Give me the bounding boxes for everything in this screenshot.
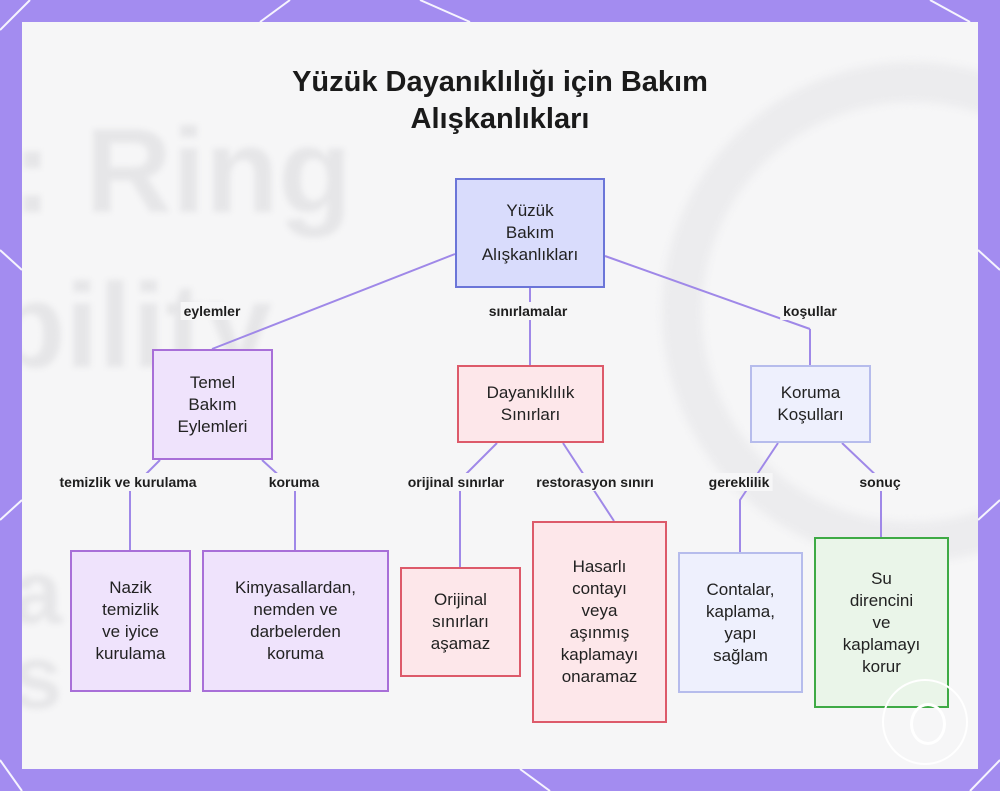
background-text: s (22, 628, 63, 728)
edge-label-restorasyon: restorasyon sınırı (533, 473, 657, 491)
background-text: : Ring (22, 104, 352, 238)
node-cannot-restore: Hasarlı contayı veya aşınmış kaplamayı o… (532, 521, 667, 723)
node-original-limits: Orijinal sınırları aşamaz (400, 567, 521, 677)
node-ring-care-habits: Yüzük Bakım Alışkanlıkları (455, 178, 605, 288)
edge-label-orijinal: orijinal sınırlar (404, 473, 508, 491)
background-text: a (22, 543, 63, 643)
page-title: Yüzük Dayanıklılığı için Bakım Alışkanlı… (22, 64, 978, 138)
edge-label-sonuc: sonuç (856, 473, 904, 491)
diagram-canvas: : Ring bility a s Yüzük Dayanıklılığı iç… (22, 22, 978, 769)
watermark-logo (882, 679, 968, 765)
edge-label-kosullar: koşullar (780, 302, 840, 320)
edge-limits-original (459, 442, 498, 567)
node-chemical-protection: Kimyasallardan, nemden ve darbelerden ko… (202, 550, 389, 692)
edge-label-sinirlamalar: sınırlamalar (485, 302, 571, 320)
edge-conditions-requirements (739, 442, 779, 552)
title-line-1: Yüzük Dayanıklılığı için Bakım (292, 66, 708, 98)
edge-root-basic (211, 253, 456, 350)
edge-label-temizlik: temizlik ve kurulama (56, 473, 200, 491)
edge-label-gereklilik: gereklilik (705, 473, 773, 491)
node-gentle-cleaning: Nazik temizlik ve iyice kurulama (70, 550, 191, 692)
edge-root-conditions (604, 255, 811, 330)
edge-label-koruma: koruma (265, 473, 323, 491)
node-requirements: Contalar, kaplama, yapı sağlam (678, 552, 803, 693)
node-durability-limits: Dayanıklılık Sınırları (457, 365, 604, 443)
node-basic-care-actions: Temel Bakım Eylemleri (152, 349, 273, 460)
node-protection-conditions: Koruma Koşulları (750, 365, 871, 443)
title-line-2: Alışkanlıkları (410, 103, 590, 135)
edge-label-eylemler: eylemler (180, 302, 244, 320)
